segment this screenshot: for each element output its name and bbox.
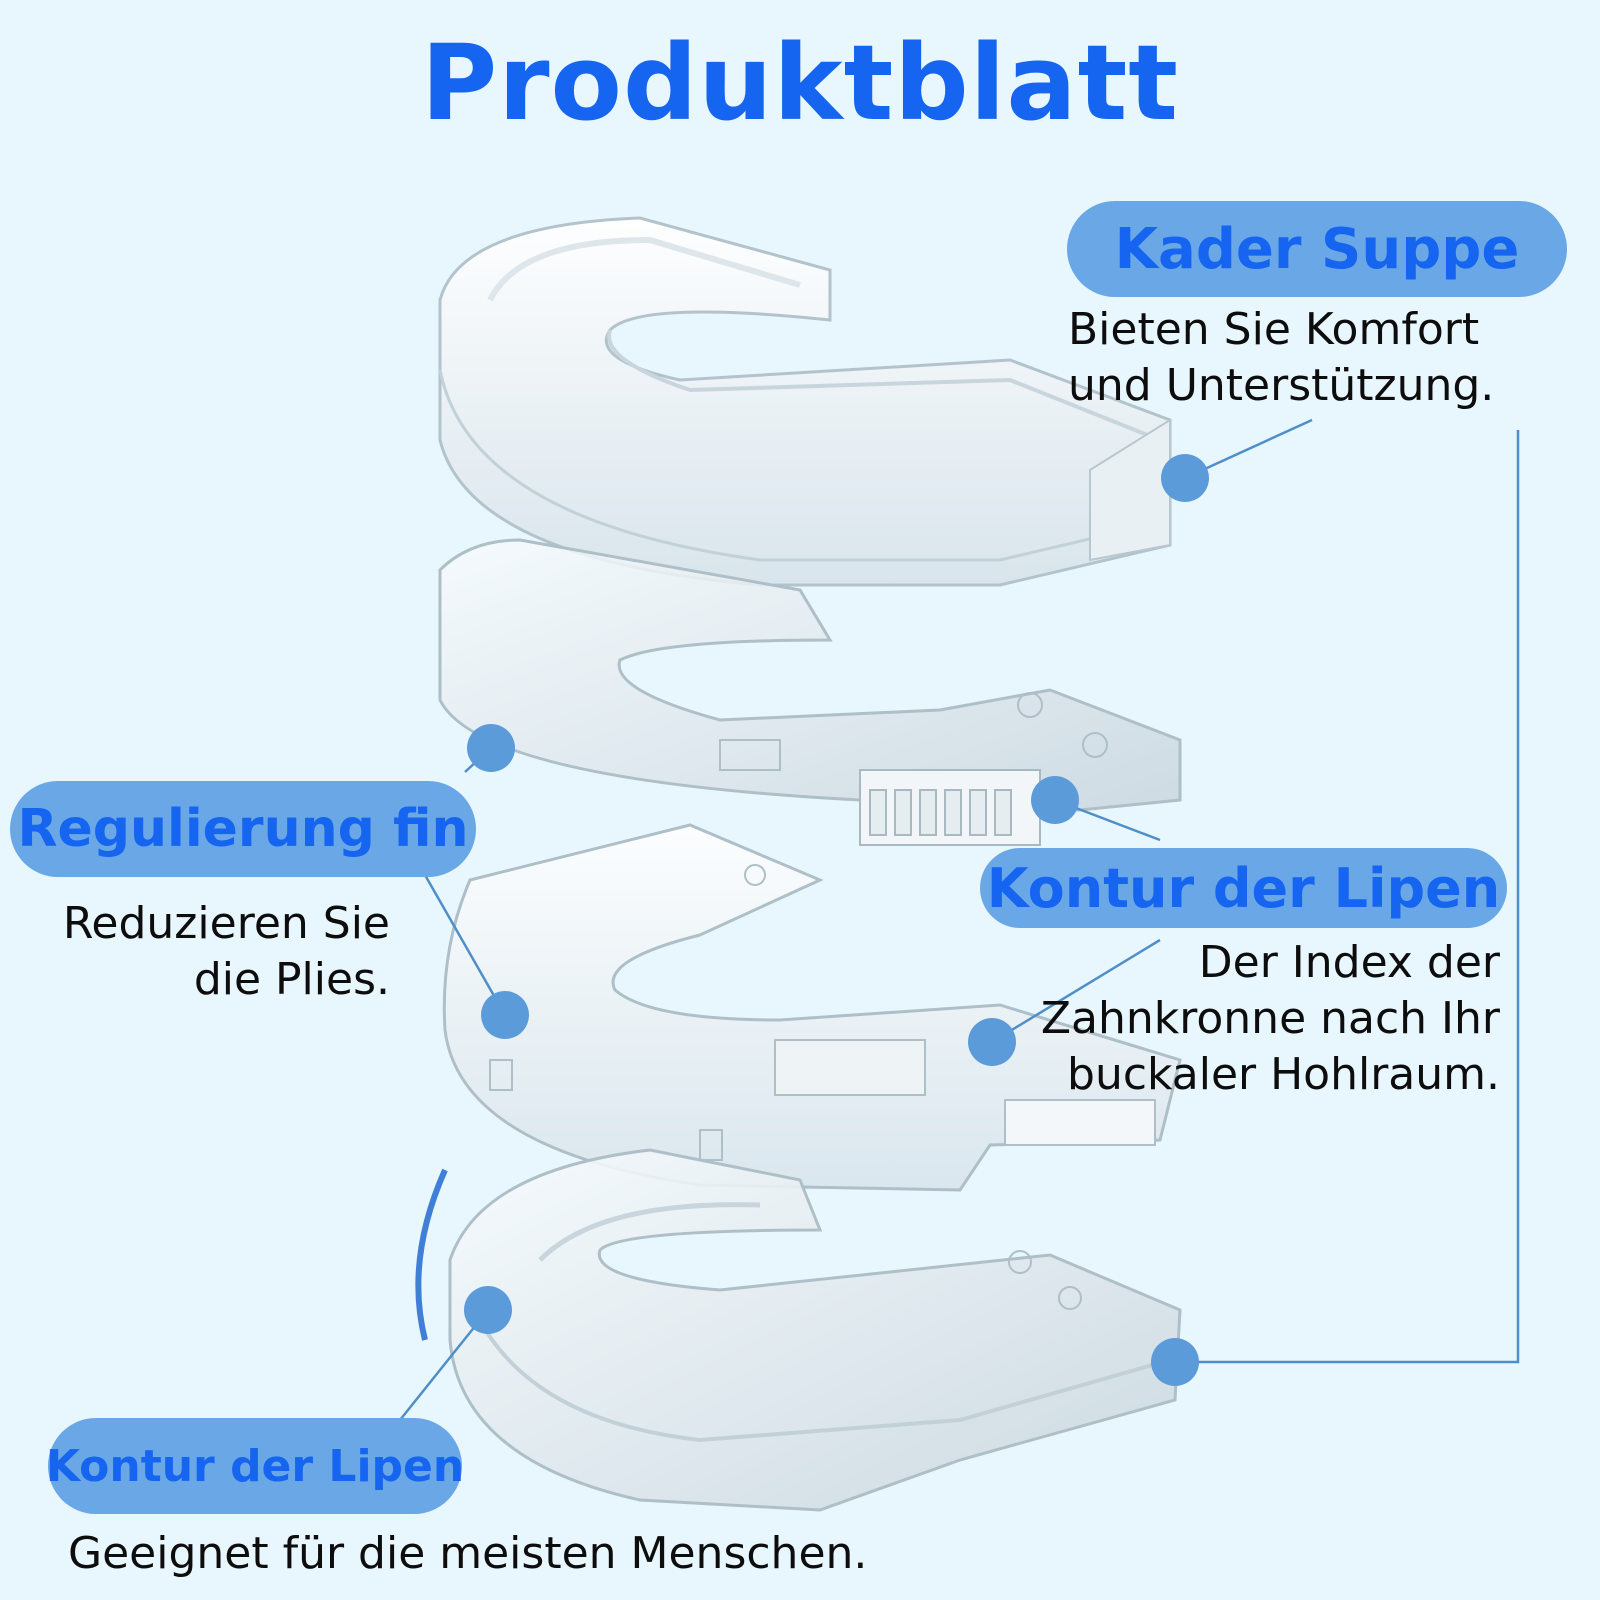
desc-line: Der Index der bbox=[1198, 937, 1500, 988]
layer-second-tray bbox=[438, 538, 1182, 846]
page-title: Produktblatt bbox=[420, 22, 1180, 144]
desc-line: Reduzieren Sie bbox=[62, 898, 390, 949]
callout-label-kader: Kader Suppe bbox=[1067, 201, 1567, 297]
layer-top-tray bbox=[438, 216, 1172, 587]
desc-line: Geeignet für die meisten Menschen. bbox=[68, 1528, 868, 1579]
layer-third-tray bbox=[442, 823, 1182, 1192]
callout-label-regulierung: Regulierung fin bbox=[10, 781, 476, 877]
desc-line: und Unterstützung. bbox=[1068, 360, 1495, 411]
desc-line: Bieten Sie Komfort bbox=[1068, 304, 1480, 355]
desc-line: buckaler Hohlraum. bbox=[1067, 1049, 1500, 1100]
callout-desc-kontur-bottom: Geeignet für die meisten Menschen. bbox=[68, 1526, 867, 1582]
desc-line: die Plies. bbox=[193, 954, 390, 1005]
desc-line: Zahnkronne nach Ihr bbox=[1040, 993, 1500, 1044]
layer-bottom-tray bbox=[415, 1148, 1182, 1512]
callout-desc-kontur-right: Der Index der Zahnkronne nach Ihr buckal… bbox=[960, 935, 1500, 1103]
callout-label-kontur-right: Kontur der Lipen bbox=[980, 848, 1507, 928]
callout-desc-regulierung: Reduzieren Sie die Plies. bbox=[16, 896, 390, 1008]
callout-desc-kader: Bieten Sie Komfort und Unterstützung. bbox=[1068, 302, 1494, 414]
callout-label-kontur-bottom: Kontur der Lipen bbox=[46, 1418, 464, 1514]
marker-dots bbox=[464, 454, 1209, 1386]
